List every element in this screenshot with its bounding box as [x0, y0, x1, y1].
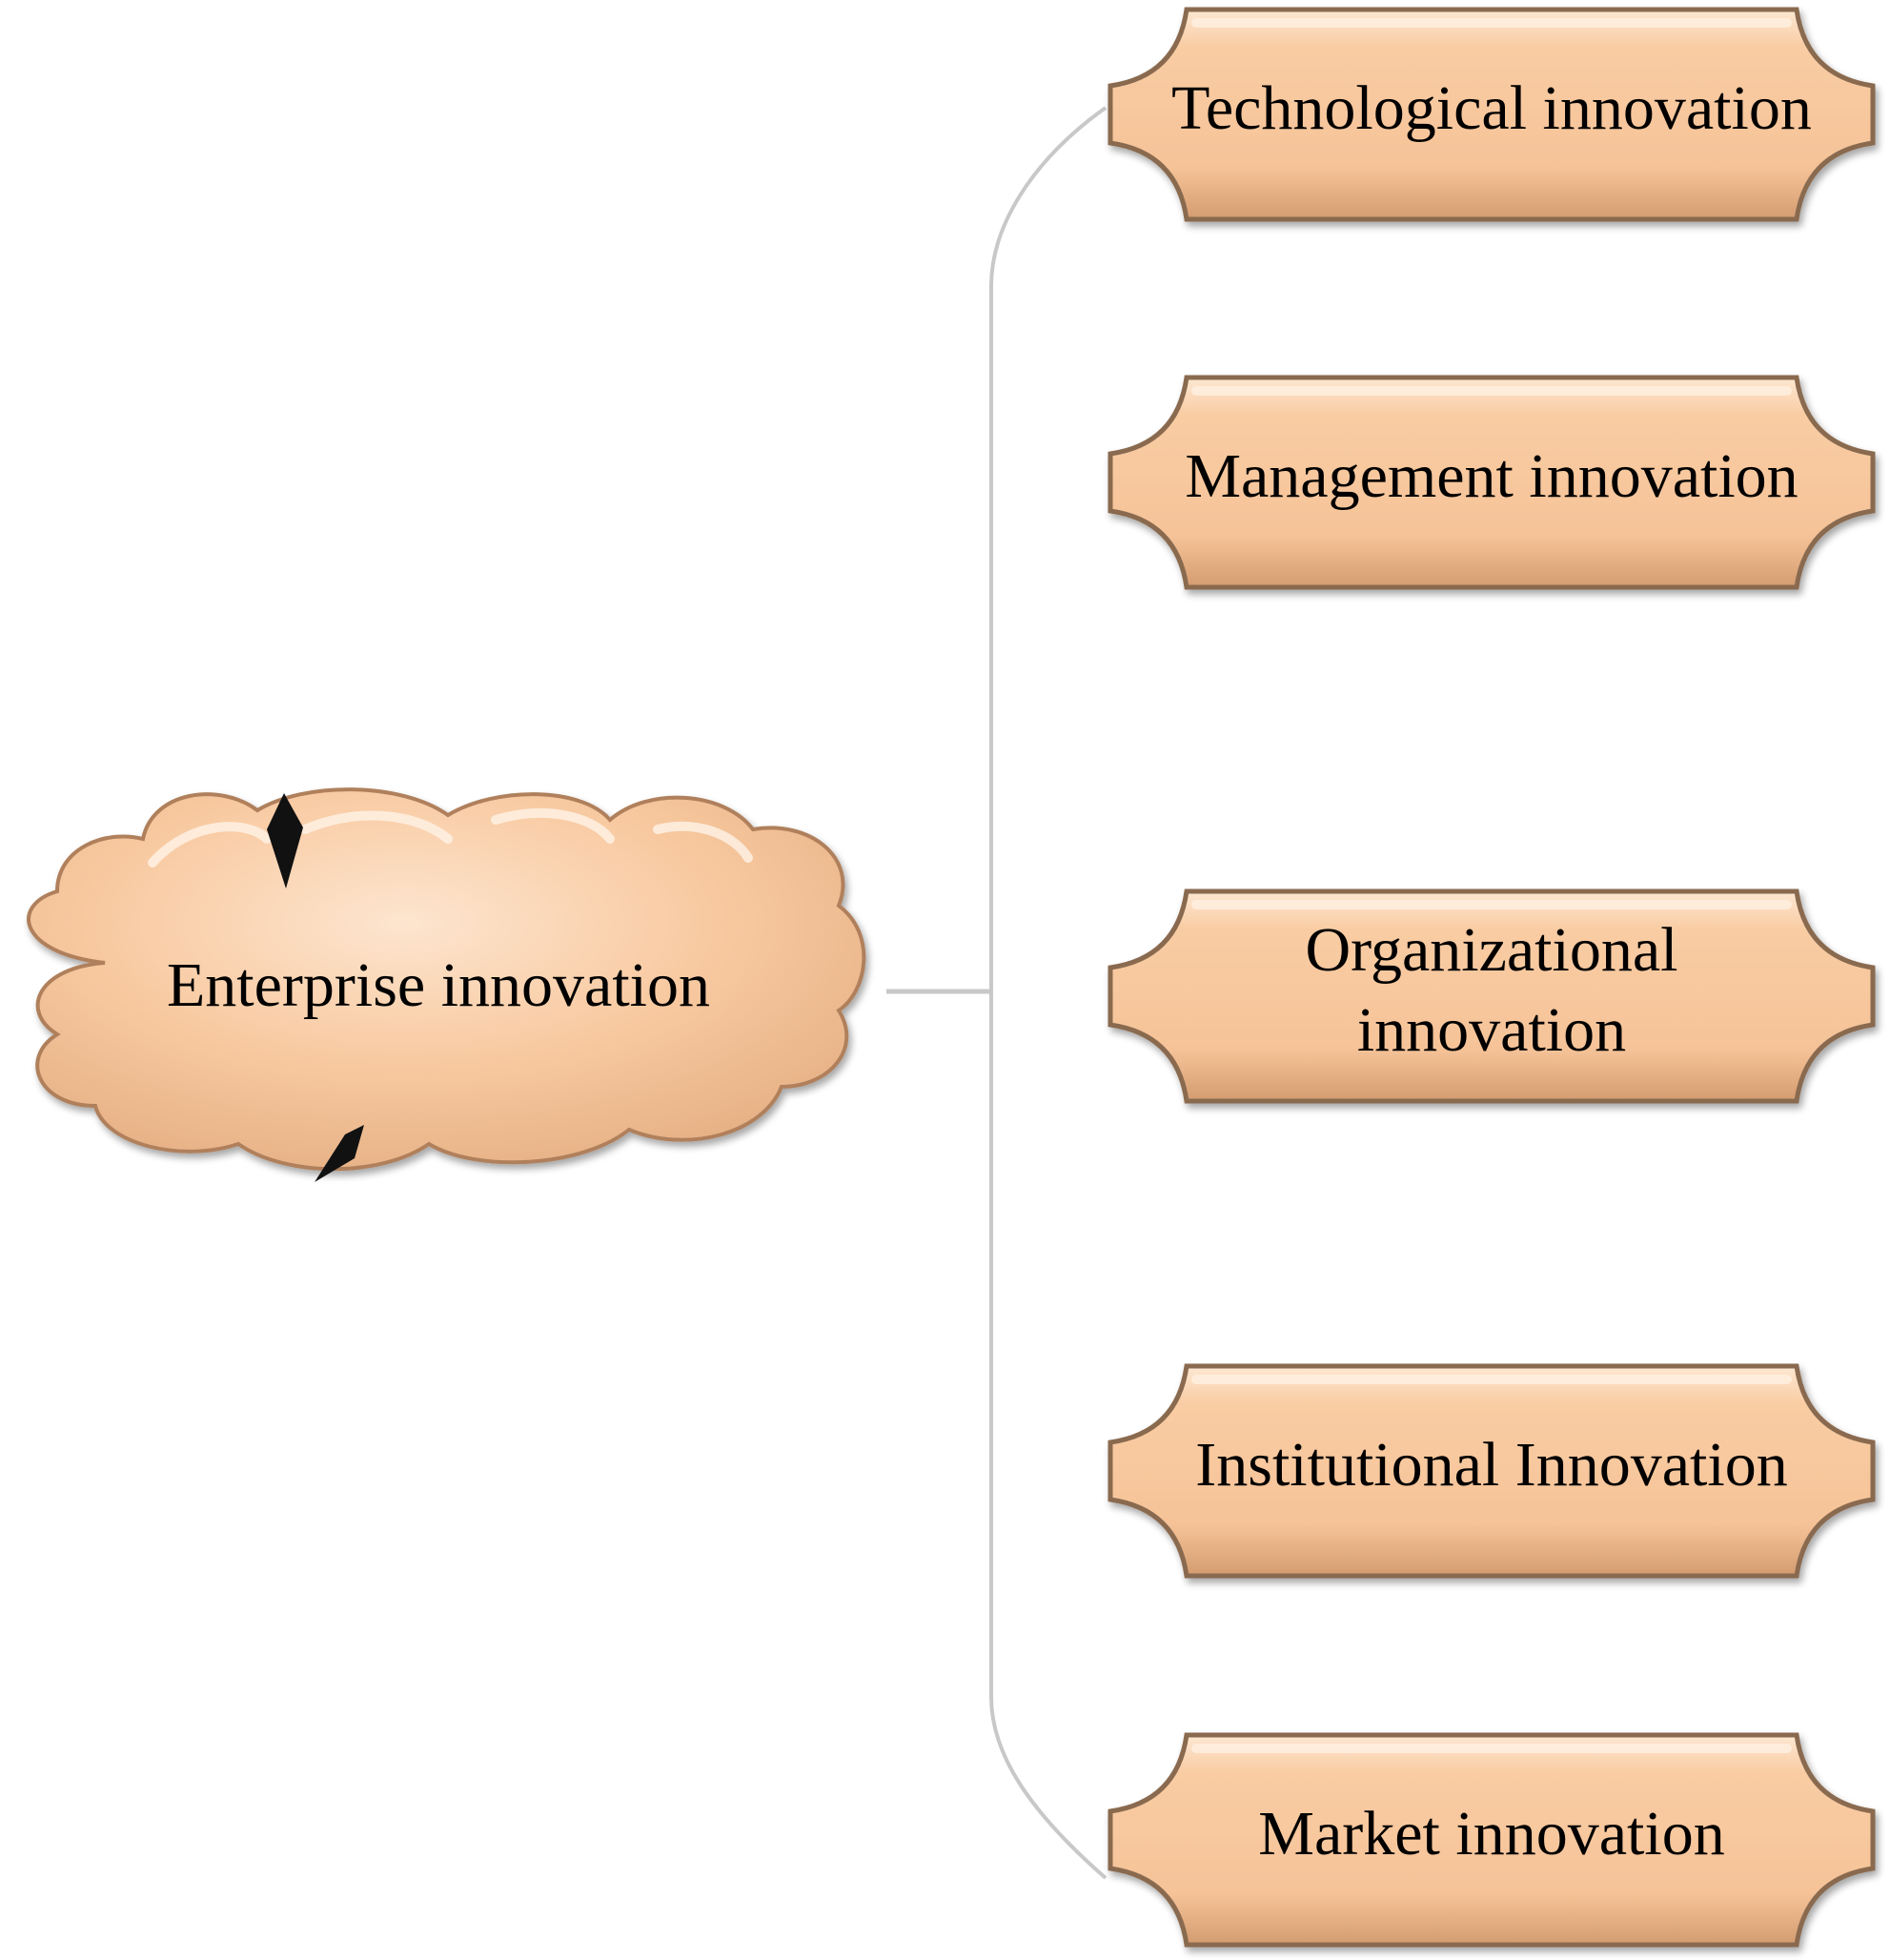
arrow-marker-bottom-icon — [315, 1125, 364, 1182]
branch-plaque — [1108, 375, 1876, 590]
branch-label: innovation — [1357, 995, 1626, 1065]
central-label: Enterprise innovation — [167, 950, 710, 1020]
arrow-marker-top-icon — [267, 793, 303, 888]
branch-plaque — [1108, 1363, 1876, 1579]
branch-label: Market innovation — [1258, 1799, 1724, 1868]
connector-bracket — [989, 106, 1108, 1880]
branch-plaque — [1108, 7, 1876, 222]
cloud-highlight — [148, 807, 753, 868]
branch-label: Institutional Innovation — [1195, 1430, 1787, 1500]
connector-group — [886, 106, 1108, 1880]
branch-label: Technological innovation — [1171, 73, 1812, 143]
branch-node: Organizational innovation — [1108, 888, 1876, 1104]
branch-node: Management innovation — [1108, 375, 1876, 590]
branch-label: Management innovation — [1185, 441, 1798, 511]
branch-node: Market innovation — [1108, 1732, 1876, 1948]
branch-node: Institutional Innovation — [1108, 1363, 1876, 1579]
central-node — [27, 787, 866, 1172]
central-cloud-shape — [27, 787, 866, 1172]
branch-label: Organizational — [1306, 915, 1678, 985]
branch-plaque — [1108, 1732, 1876, 1948]
branch-plaque — [1108, 888, 1876, 1104]
branch-node: Technological innovation — [1108, 7, 1876, 222]
